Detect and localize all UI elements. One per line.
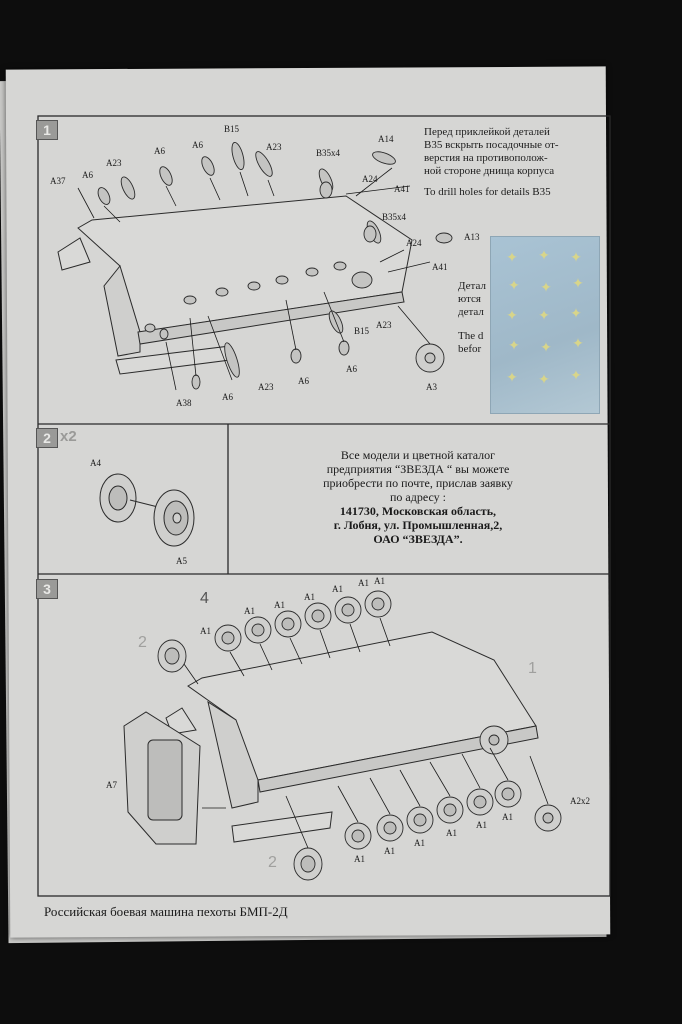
decal-mark-icon: ✦	[540, 280, 552, 296]
part-label: A4	[90, 458, 101, 468]
covered-note-line: Детал	[458, 280, 486, 292]
part-label: A1	[304, 592, 315, 602]
part-label: A6	[298, 376, 309, 386]
step-1-number: 1	[36, 120, 58, 140]
part-label: B35x4	[382, 212, 407, 222]
part-label: A1	[332, 584, 343, 594]
note-ru-line: верстия на противополож-	[424, 152, 548, 164]
info-address-line: 141730, Московская область,	[339, 504, 497, 518]
decal-mark-icon: ✦	[538, 372, 550, 388]
part-label: A13	[464, 232, 480, 242]
decal-mark-icon: ✦	[538, 308, 550, 324]
part-label: A1	[414, 838, 425, 848]
callout-number: 1	[528, 660, 537, 677]
part-label: A1	[200, 626, 211, 636]
decal-mark-icon: ✦	[508, 338, 520, 354]
part-label: B15	[354, 326, 370, 336]
info-line: Все модели и цветной каталог	[340, 448, 496, 462]
step1-drill-note: Перед приклейкой деталей B35 вскрыть пос…	[424, 126, 606, 199]
part-label: A1	[354, 854, 365, 864]
part-label: A6	[82, 170, 93, 180]
note-ru-line: ной стороне днища корпуса	[424, 165, 555, 177]
callout-number: 4	[200, 590, 209, 607]
covered-note-line: детал	[458, 306, 484, 318]
decal-mark-icon: ✦	[508, 278, 520, 294]
decal-mark-icon: ✦	[540, 340, 552, 356]
note-en-line: To drill holes for details B35	[424, 186, 551, 198]
part-label: A23	[376, 320, 392, 330]
decal-mark-icon: ✦	[572, 336, 584, 352]
step-3-number: 3	[36, 579, 58, 599]
part-label: B35x4	[316, 148, 341, 158]
footer-title: Российская боевая машина пехоты БМП-2Д	[44, 904, 288, 919]
callout-number: 2	[138, 634, 147, 651]
decal-mark-icon: ✦	[570, 250, 582, 266]
part-label: A41	[432, 262, 448, 272]
part-label: A7	[106, 780, 117, 790]
part-label: A6	[192, 140, 203, 150]
decal-mark-icon: ✦	[570, 306, 582, 322]
note-ru-line: Перед приклейкой деталей	[424, 126, 550, 138]
part-label: A24	[406, 238, 422, 248]
catalog-info: Все модели и цветной каталог предприятия…	[228, 448, 608, 546]
part-label: A1	[384, 846, 395, 856]
part-label: A6	[154, 146, 165, 156]
covered-note-line: ются	[458, 293, 481, 305]
step-2-number: 2	[36, 428, 58, 448]
part-label: A5	[176, 556, 187, 566]
part-label: A37	[50, 176, 66, 186]
info-address-line: ОАО “ЗВЕЗДА”.	[373, 532, 463, 546]
part-label: B15	[224, 124, 240, 134]
part-label: A1	[274, 600, 285, 610]
part-label: A41	[394, 184, 410, 194]
decal-mark-icon: ✦	[570, 368, 582, 384]
part-label: A2x2	[570, 796, 590, 806]
part-label: A24	[362, 174, 378, 184]
part-label: A23	[258, 382, 274, 392]
part-label: A38	[176, 398, 192, 408]
part-label: A23	[106, 158, 122, 168]
info-line: предприятия “ЗВЕЗДА “ вы можете	[326, 462, 510, 476]
part-label: A14	[378, 134, 394, 144]
info-address-line: г. Лобня, ул. Промышленная,2,	[333, 518, 503, 532]
part-label: A1	[476, 820, 487, 830]
step-2-multiplier: x2	[60, 428, 77, 445]
part-label: A3	[426, 382, 437, 392]
decal-sheet: ✦ ✦ ✦ ✦ ✦ ✦ ✦ ✦ ✦ ✦ ✦ ✦ ✦ ✦ ✦	[490, 236, 600, 414]
note-ru-line: B35 вскрыть посадочные от-	[424, 139, 559, 151]
part-label: A1	[244, 606, 255, 616]
outer-frame	[37, 115, 611, 897]
part-label: A6	[222, 392, 233, 402]
part-label: A1	[502, 812, 513, 822]
info-line: по адресу :	[390, 490, 446, 504]
decal-mark-icon: ✦	[506, 308, 518, 324]
decal-mark-icon: ✦	[506, 250, 518, 266]
part-label: A1	[374, 576, 385, 586]
covered-note-line: The d	[458, 330, 484, 342]
covered-note-line: befor	[458, 343, 482, 355]
part-label: A1	[446, 828, 457, 838]
part-label: A1	[358, 578, 369, 588]
part-label: A23	[266, 142, 282, 152]
decal-mark-icon: ✦	[506, 370, 518, 386]
info-line: приобрести по почте, прислав заявку	[323, 476, 513, 490]
part-label: A6	[346, 364, 357, 374]
decal-mark-icon: ✦	[538, 248, 550, 264]
decal-mark-icon: ✦	[572, 276, 584, 292]
callout-number: 2	[268, 854, 277, 871]
